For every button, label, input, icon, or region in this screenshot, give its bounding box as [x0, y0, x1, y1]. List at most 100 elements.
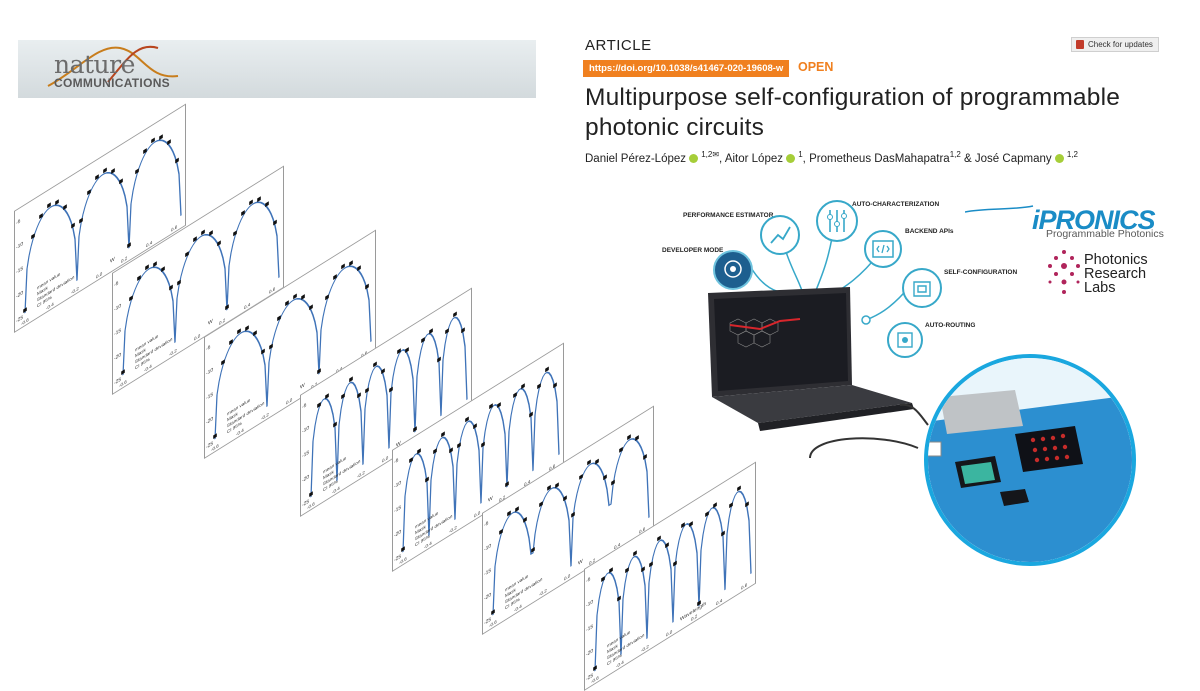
y-tick-label: -10: [206, 367, 213, 377]
y-tick-label: -10: [394, 480, 401, 490]
x-tick-label: 0.6: [741, 583, 747, 593]
y-tick-label: -20: [484, 592, 491, 602]
y-tick-label: -10: [302, 425, 309, 435]
mask-marker: [301, 294, 305, 301]
x-tick-label: -0.6: [489, 619, 497, 629]
photonic-chip-zoom: [924, 354, 1136, 566]
mask-marker: [563, 495, 567, 502]
mask-marker: [135, 168, 139, 175]
x-tick-label: -0.2: [169, 348, 177, 358]
legend-entry: Mask: [415, 524, 426, 537]
mask-marker: [317, 402, 321, 409]
mask-marker: [441, 431, 445, 438]
mask-marker: [269, 344, 273, 350]
prl-line: Research: [1084, 266, 1147, 282]
x-tick-label: -0.4: [236, 428, 244, 438]
x-tick-label: -0.6: [21, 317, 29, 327]
y-tick-label: -20: [16, 290, 23, 300]
mask-marker: [617, 596, 621, 602]
mask-marker: [71, 223, 75, 229]
mask-marker: [417, 448, 421, 455]
mask-marker: [713, 502, 717, 509]
mask-marker: [341, 263, 345, 270]
code-window-icon[interactable]: [864, 230, 902, 268]
mean-value-curve: [24, 139, 182, 314]
mask-marker: [745, 501, 749, 508]
mask-marker: [513, 392, 517, 399]
mask-marker: [611, 480, 615, 486]
x-tick-label: 0.4: [146, 240, 152, 250]
mask-marker: [665, 542, 669, 549]
mask-marker: [481, 442, 485, 448]
mask-marker: [537, 383, 541, 390]
y-tick-label: -25: [16, 315, 23, 325]
mask-marker: [285, 300, 289, 307]
label-developer-mode: DEVELOPER MODE: [662, 247, 724, 254]
author-name[interactable]: Aitor López: [724, 152, 783, 165]
x-tick-label: -0.6: [211, 443, 219, 453]
x-tick-label: -0.6: [119, 379, 127, 389]
mask-marker: [547, 485, 551, 492]
mask-marker: [333, 422, 337, 428]
mask-marker: [453, 311, 457, 318]
mask-marker: [273, 220, 277, 226]
circuit-board-icon[interactable]: [816, 200, 858, 242]
y-tick-label: -20: [586, 648, 593, 658]
x-axis-label: W: [578, 558, 583, 567]
author-name[interactable]: Daniel Pérez-López: [585, 152, 687, 165]
x-tick-label: -0.2: [641, 644, 649, 654]
mask-marker: [401, 546, 405, 553]
mask-marker: [277, 315, 281, 322]
mask-marker: [209, 230, 213, 237]
mask-marker: [293, 293, 297, 300]
author-name[interactable]: José Capmany: [974, 152, 1052, 165]
y-tick-label: -25: [484, 617, 491, 627]
mask-marker: [705, 511, 709, 518]
chart-growth-icon[interactable]: [760, 215, 800, 255]
mask-marker: [633, 550, 637, 557]
mask-marker: [405, 347, 409, 354]
mask-marker: [497, 402, 501, 409]
mask-marker: [473, 423, 477, 430]
author-name[interactable]: Prometheus DasMahapatra: [809, 152, 950, 165]
mask-marker: [349, 260, 353, 267]
mask-marker: [129, 295, 133, 302]
ipronics-swoosh: [965, 205, 1034, 213]
x-tick-label: -0.2: [261, 412, 269, 422]
x-tick-label: 0.0: [666, 629, 672, 639]
journal-logo-nature: nature: [54, 50, 135, 79]
brain-chip-icon[interactable]: [902, 268, 942, 308]
mask-marker: [429, 328, 433, 335]
y-tick-label: -5: [394, 458, 398, 466]
y-tick-label: -15: [16, 266, 23, 276]
open-access-label: OPEN: [798, 60, 834, 74]
x-tick-label: -0.6: [399, 556, 407, 566]
x-tick-label: 0.0: [474, 510, 480, 520]
y-tick-label: -15: [484, 568, 491, 578]
check-for-updates-button[interactable]: Check for updates: [1071, 37, 1159, 52]
mask-marker: [627, 434, 631, 441]
orcid-icon[interactable]: [689, 153, 699, 163]
head-gear-icon[interactable]: [713, 250, 753, 290]
mask-marker: [31, 233, 35, 240]
doi-link[interactable]: https://doi.org/10.1038/s41467-020-19608…: [583, 60, 790, 77]
y-tick-label: -5: [302, 403, 306, 411]
author-separator: ,: [802, 152, 806, 165]
mask-marker: [333, 274, 337, 281]
mask-marker: [531, 547, 535, 554]
x-tick-label: 0.4: [716, 598, 722, 608]
mask-marker: [145, 264, 149, 271]
routing-chip-icon[interactable]: [887, 322, 923, 358]
mask-marker: [221, 359, 225, 366]
author-affiliation: 1: [798, 150, 803, 159]
mask-marker: [63, 204, 67, 211]
orcid-icon[interactable]: [786, 153, 795, 163]
orcid-icon[interactable]: [1054, 153, 1064, 163]
mask-marker: [571, 512, 575, 519]
mask-marker: [523, 517, 527, 524]
x-tick-label: 0.2: [691, 614, 697, 624]
x-tick-label: 0.0: [382, 455, 388, 465]
ipronics-logo: iPRONICS: [1032, 205, 1156, 235]
